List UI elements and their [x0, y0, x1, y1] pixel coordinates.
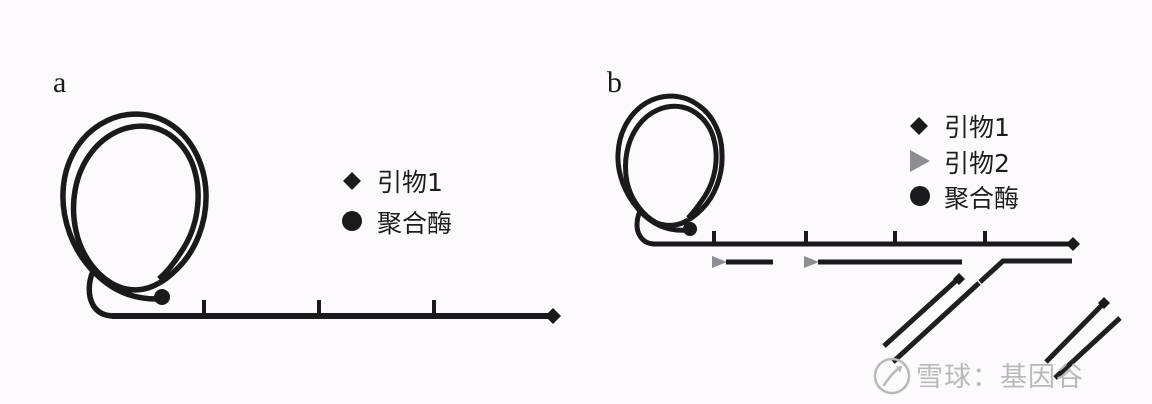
template-b-tail	[634, 209, 656, 247]
legend-a-item-1-label: 聚合酶	[377, 209, 452, 238]
legend-a-item-0-label: 引物1	[377, 168, 443, 197]
panel-b-polymerase-icon	[683, 222, 697, 236]
panel-b-circle-template	[615, 93, 725, 247]
panel-a-legend: 引物1 聚合酶	[342, 168, 452, 238]
template-tail	[86, 269, 115, 319]
panel-b-secondary-primer-2	[804, 256, 962, 268]
legend-b-item-0-label: 引物1	[944, 113, 1010, 142]
panel-a-polymerase-icon	[154, 289, 170, 305]
panel-b-displaced-strand-1	[882, 273, 981, 364]
panel-a-label: a	[53, 66, 66, 99]
panel-a-strand-end-diamond-icon	[545, 308, 561, 324]
template-b-outer-turn	[615, 93, 725, 233]
legend-b-circle-icon	[910, 186, 930, 206]
panel-b-strand-end-diamond-icon	[1066, 237, 1080, 251]
legend-b-diamond-icon	[910, 117, 928, 135]
legend-b-item-2-label: 聚合酶	[944, 184, 1019, 213]
panel-b-branch-strand	[978, 258, 1072, 284]
legend-a-diamond-icon	[343, 172, 361, 190]
panel-b-label: b	[607, 66, 622, 99]
primer-1-triangle-icon	[712, 256, 727, 268]
watermark: 雪球：基因谷	[873, 357, 1084, 395]
legend-b-item-1-label: 引物2	[944, 149, 1010, 178]
primer-2-triangle-icon	[804, 256, 819, 268]
panel-b: b	[607, 66, 1122, 380]
panel-a-circle-template	[60, 111, 209, 319]
panel-b-legend: 引物1 引物2 聚合酶	[910, 113, 1019, 213]
panel-b-tick-marks	[712, 231, 987, 243]
displaced-1-end-diamond-icon	[953, 273, 965, 285]
panel-b-secondary-primer-1	[712, 256, 773, 268]
legend-a-circle-icon	[342, 211, 362, 231]
displaced-2-end-diamond-icon	[1098, 297, 1110, 309]
panel-a: a	[53, 66, 561, 324]
template-b-inner-turn	[622, 103, 719, 228]
panel-a-tick-marks	[202, 300, 436, 315]
panel-b-displaced-strand-2	[1044, 297, 1122, 380]
snowball-logo-icon	[873, 357, 911, 395]
legend-b-triangle-icon	[910, 150, 930, 172]
template-outer-turn	[60, 111, 209, 302]
watermark-text: 雪球：基因谷	[916, 362, 1084, 393]
template-inner-turn	[70, 123, 201, 293]
